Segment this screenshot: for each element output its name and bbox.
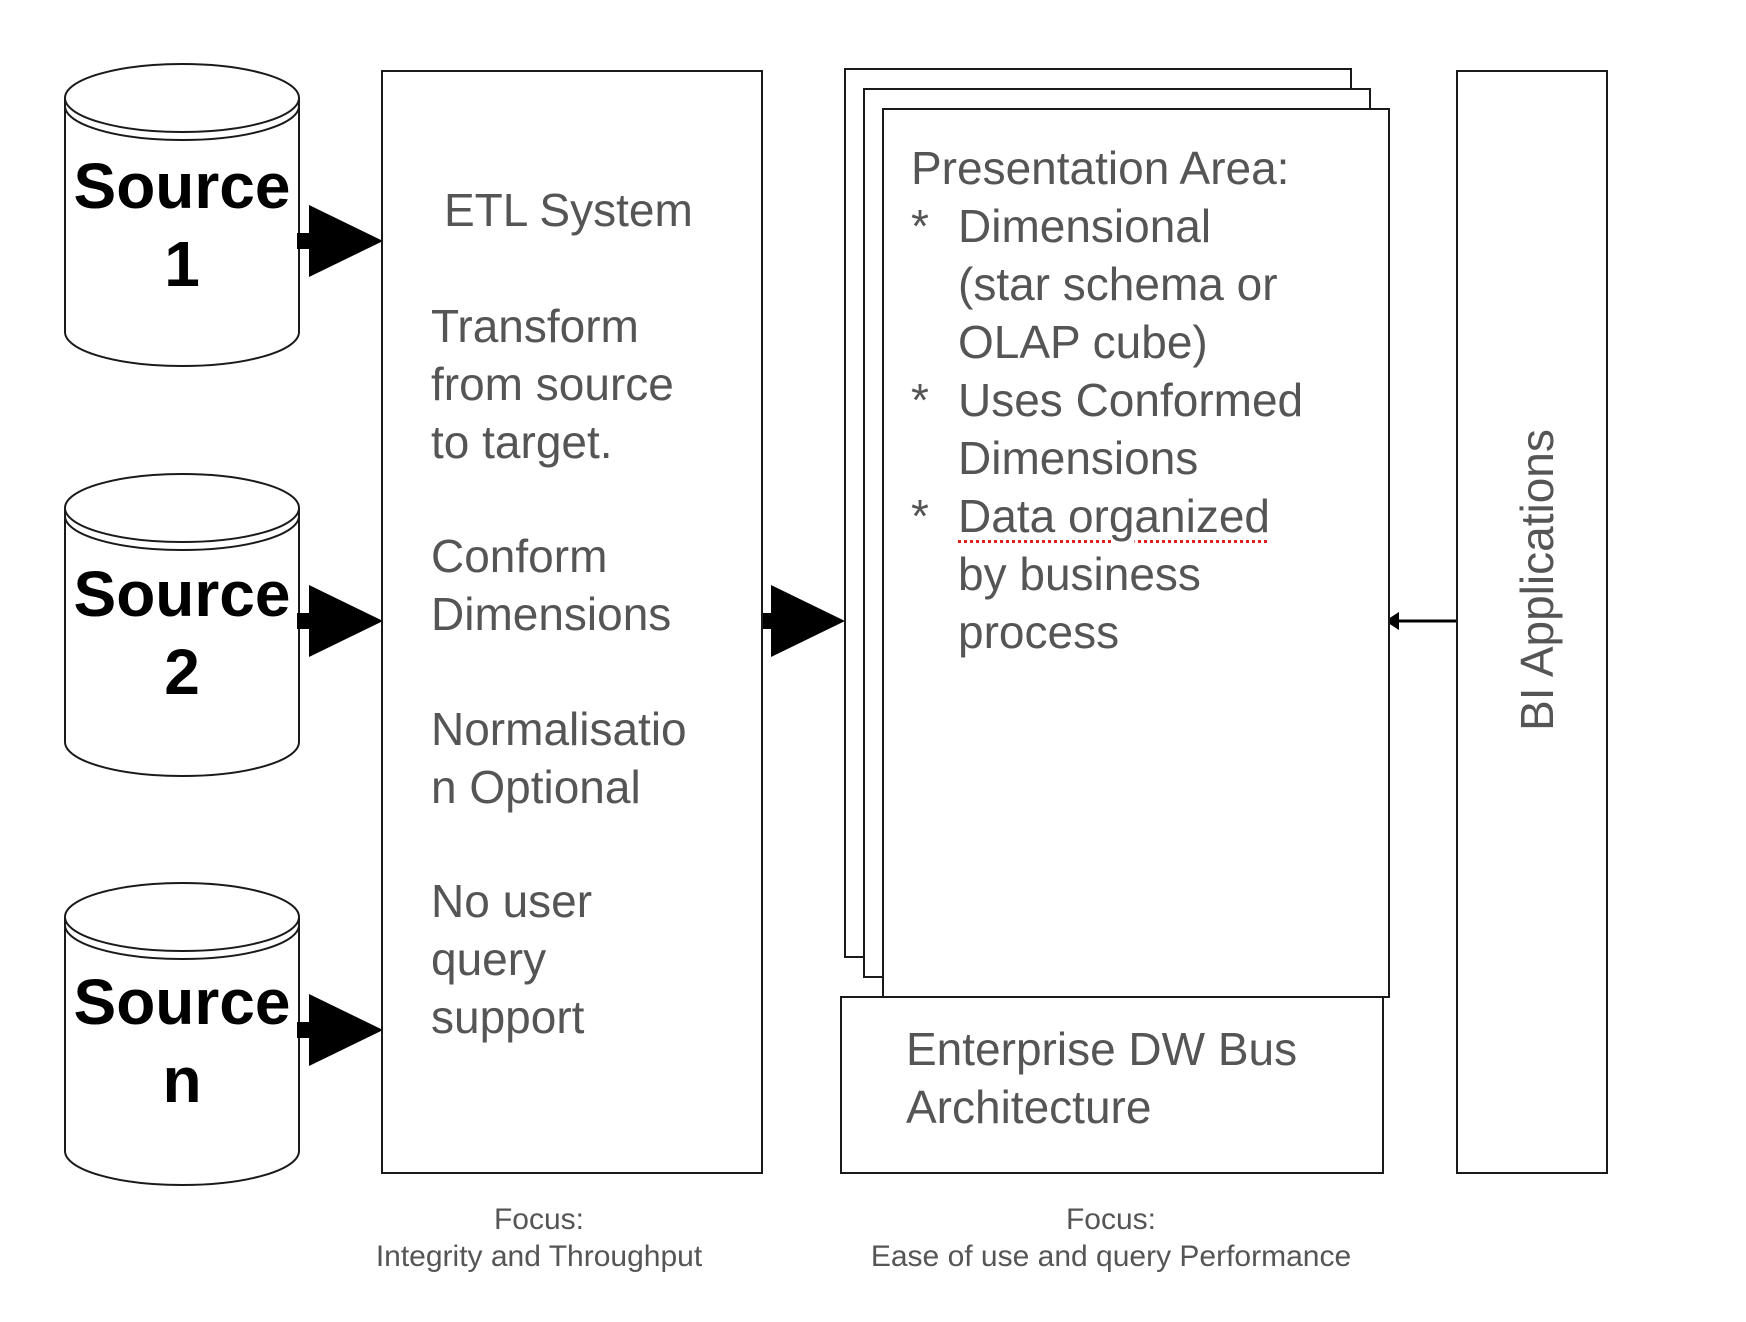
bullet-star: * (911, 374, 929, 426)
bus-line-1: Enterprise DW Bus (906, 1023, 1298, 1075)
bullet-3-line-3: process (958, 606, 1120, 658)
source-2-label-line2: 2 (164, 636, 200, 708)
bullet-1-line-1: Dimensional (958, 200, 1212, 252)
bullet-1-line-3: OLAP cube) (958, 316, 1208, 368)
bullet-1-line-2: (star schema or (958, 258, 1278, 310)
arrow-source-2-to-etl (297, 585, 383, 657)
bullet-2-line-1: Uses Conformed (958, 374, 1304, 426)
source-1-label-line2: 1 (164, 228, 200, 300)
etl-no-query-line-1: No user (431, 875, 593, 927)
etl-transform-line-1: Transform (431, 300, 639, 352)
enterprise-dw-bus-box (840, 996, 1384, 1174)
focus-presentation-line-2: Ease of use and query Performance (870, 1240, 1352, 1273)
etl-conform-line-1: Conform (431, 530, 608, 582)
etl-normalisation-line-1: Normalisatio (431, 703, 687, 755)
bullet-star: * (911, 490, 929, 542)
focus-etl-line-1: Focus: (493, 1203, 585, 1236)
presentation-title: Presentation Area: (911, 142, 1290, 194)
source-n-label: Source n (62, 963, 302, 1119)
bullet-star: * (911, 200, 929, 252)
focus-etl-caption: Focus: Integrity and Throughput (376, 1201, 702, 1275)
source-1-label-line1: Source (73, 150, 291, 222)
source-1-label: Source 1 (62, 147, 302, 303)
etl-title: ETL System (444, 184, 693, 236)
bi-applications-box (1456, 70, 1608, 1174)
bi-applications-label: BI Applications (1511, 429, 1563, 731)
source-n-label-line2: n (162, 1044, 202, 1116)
etl-conform-line-2: Dimensions (431, 588, 672, 640)
source-n-cylinder (64, 882, 300, 1186)
arrow-source-1-to-etl (297, 205, 383, 277)
bullet-3-line-1: Data organized (958, 490, 1270, 542)
source-n-label-line1: Source (73, 966, 291, 1038)
source-2-label-line1: Source (73, 558, 291, 630)
arrow-source-n-to-etl (297, 994, 383, 1066)
source-1-cylinder (64, 63, 300, 367)
bus-line-2: Architecture (906, 1081, 1152, 1133)
source-2-label: Source 2 (62, 555, 302, 711)
bullet-3-line-2: by business (958, 548, 1201, 600)
etl-transform-line-2: from source (431, 358, 674, 410)
etl-no-query-line-2: query (431, 933, 547, 985)
presentation-area-box (882, 108, 1390, 998)
focus-etl-line-2: Integrity and Throughput (375, 1240, 703, 1273)
arrow-etl-to-presentation (759, 585, 845, 657)
etl-transform-line-3: to target. (431, 416, 613, 468)
focus-presentation-line-1: Focus: (1065, 1203, 1157, 1236)
etl-no-query-line-3: support (431, 991, 585, 1043)
bullet-2-line-2: Dimensions (958, 432, 1199, 484)
etl-normalisation-line-2: n Optional (431, 761, 641, 813)
etl-system-box (381, 70, 763, 1174)
source-2-cylinder (64, 473, 300, 777)
arrow-bi-to-presentation (1385, 612, 1456, 630)
focus-presentation-caption: Focus: Ease of use and query Performance (871, 1201, 1351, 1275)
